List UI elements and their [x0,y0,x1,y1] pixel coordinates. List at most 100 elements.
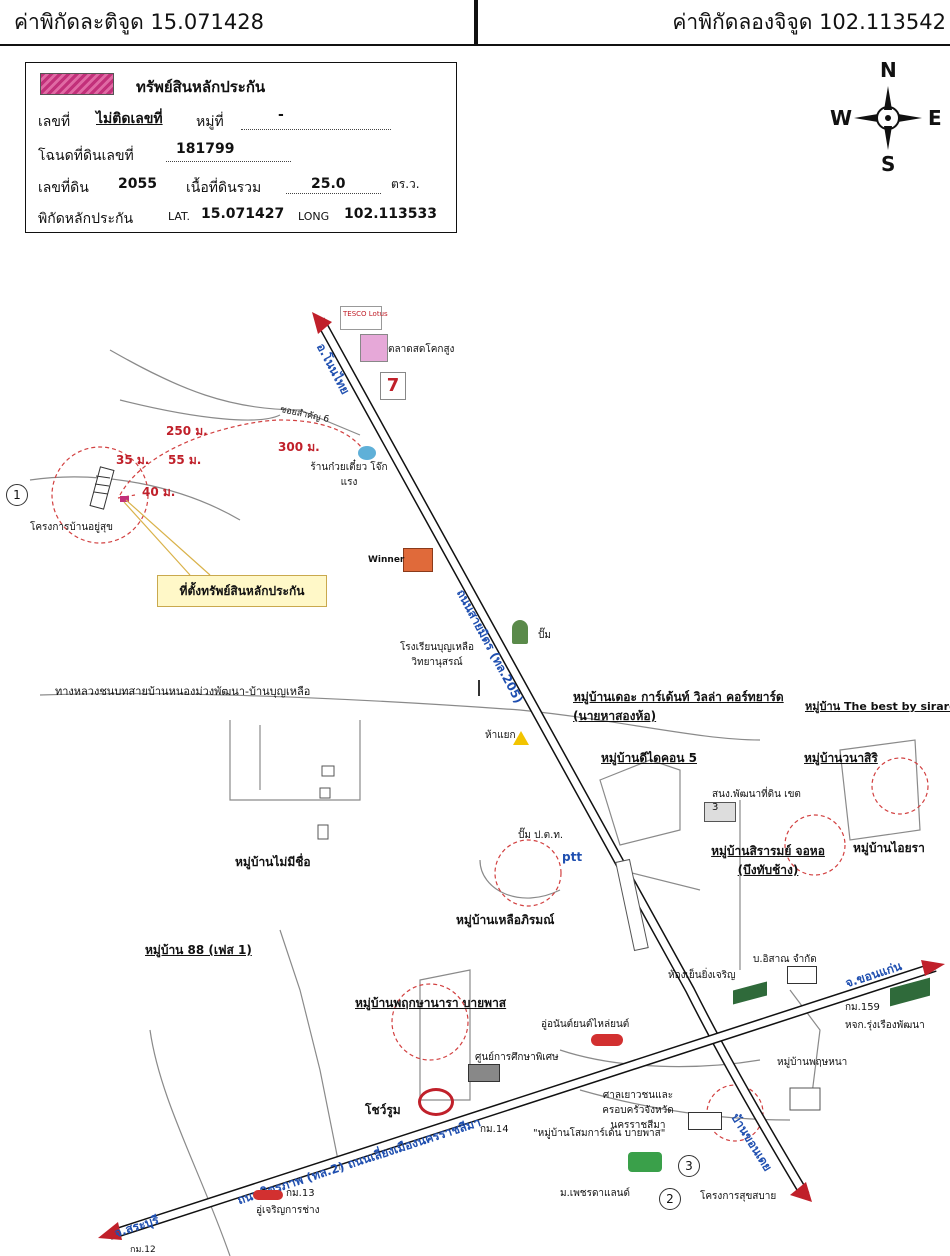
deed-label: โฉนดที่ดินเลขที่ [38,148,134,164]
land-no-label: เลขที่ดิน [38,180,89,196]
long-label: LONG [298,210,330,223]
toyota-logo-icon [418,1088,454,1116]
cold-storage-label: ห้องเย็นยิ่งเจริญ [668,970,736,981]
ptt-label: ปั๊ม ป.ต.ท. [518,830,564,841]
compass-arrows-icon [854,86,922,150]
km159-label: กม.159 [845,1002,880,1013]
latitude-text: ค่าพิกัดละติจูด 15.071428 [14,10,265,34]
village-sompong-label: "หมู่บ้านโสมการ์เด้น บายพาส" [533,1128,666,1139]
noodle-label: ร้านก๋วยเตี๋ยว โจ๊กแรง [310,462,388,488]
car-dealer-label: อู่อนันต์ยนต์ไหล่ยนต์ [541,1019,630,1030]
isan-company-icon [787,966,817,984]
no-label: เลขที่ [38,114,71,130]
lat-value: 15.071427 [201,206,285,222]
court-icon [688,1112,722,1130]
highway-205 [312,312,812,1202]
coordinate-header: ค่าพิกัดละติจูด 15.071428 ค่าพิกัดลองจิจ… [0,0,950,46]
sirarom-label: หมู่บ้านสิรารมย์ จอหอ (บึงทับช้าง) [711,844,825,877]
moo-value: - [278,107,284,123]
compass-w: W [830,106,853,130]
land-office-label: สนง.พัฒนาที่ดิน เขต 3 [712,789,801,813]
long-value: 102.113533 [344,206,437,222]
distance-35: 35 ม. [116,453,150,467]
area-underline [286,193,381,194]
daikon-label: หมู่บ้านดีไดคอน 5 [601,751,697,765]
pump-icon [512,620,528,644]
ptt-icon: ptt [562,850,583,864]
village-88-label: หมู่บ้าน 88 (เฟส 1) [145,943,252,957]
noodle-shop-icon [358,446,376,460]
showroom-label: โชว์รูม [365,1103,401,1117]
education-center-label: ศูนย์การศึกษาพิเศษ [475,1052,559,1063]
coord-label: พิกัดหลักประกัน [38,211,134,227]
housing-project-label: โครงการบ้านอยู่สุข [30,522,113,533]
junction-warning-icon [513,731,529,745]
moo-underline [241,129,391,130]
collateral-callout: ที่ตั้งทรัพย์สินหลักประกัน [157,575,327,607]
marker-1: 1 [6,484,28,506]
maimi-label: หมู่บ้านไม่มีชื่อ [235,855,311,869]
marker-2: 2 [659,1188,681,1210]
luaphirom-label: หมู่บ้านเหลือภิรมณ์ [456,913,555,927]
km12-label: กม.12 [130,1245,156,1255]
km13-label: กม.13 [286,1188,315,1199]
pump-label: ปั๊ม [538,630,551,641]
highway-2 [98,960,945,1240]
longitude-text: ค่าพิกัดลองจิจูด 102.113542 [672,10,946,34]
building-blocks [317,765,821,1111]
seven-eleven-icon: 7 [380,372,406,400]
market-label: ตลาดสดโคกสูง [388,344,455,355]
phet-land-icon [628,1152,662,1172]
rural-road-label: ทางหลวงชนบทสายบ้านหนองม่วงพัฒนา-บ้านบุญเ… [55,685,311,698]
moo-label: หมู่ที่ [196,114,224,130]
aiyara-label: หมู่บ้านไอยรา [853,841,925,855]
land-office-icon [704,802,736,822]
distance-250: 250 ม. [166,424,208,438]
garage-icon [253,1190,283,1200]
distance-300: 300 ม. [278,440,320,454]
school-icon [478,680,492,696]
compass-e: E [928,106,942,130]
phet-land-label: ม.เพชรดาแลนด์ [560,1188,630,1199]
map-canvas [29,312,945,1256]
collateral-parcel [89,466,211,576]
phuphana-label: หมู่บ้านพฤษหนา [777,1057,848,1068]
tesco-logo-icon: TESCO Lotus [340,306,388,330]
header-divider [474,0,478,44]
garden-villa-label: หมู่บ้านเดอะ การ์เด้นท์ วิลล่า คอร์ทยาร์… [573,690,784,723]
compass-rose: N W E S [830,58,945,178]
collateral-info-box: ทรัพย์สินหลักประกัน เลขที่ ไม่ติดเลขที่ … [25,62,457,233]
education-center-icon [468,1064,500,1082]
area-label: เนื้อที่ดินรวม [186,180,262,196]
winner-icon [403,548,433,572]
winner-label: Winner [368,555,405,565]
km14-label: กม.14 [480,1124,509,1135]
court-label: ศาลเยาวชนและครอบครัวจังหวัดนครราชสีมา [602,1090,674,1131]
distance-55: 55 ม. [168,453,202,467]
area-unit: ตร.ว. [391,177,420,191]
legend-label: ทรัพย์สินหลักประกัน [136,78,266,96]
wanasiri-label: หมู่บ้านวนาสิริ [804,751,878,765]
compass-s: S [881,152,896,176]
compass-n: N [880,58,897,82]
roengruang-label: หจก.รุ่งเรืองพัฒนา [845,1020,925,1031]
area-value: 25.0 [311,176,346,192]
tesco-label: TESCO Lotus [343,310,388,318]
distance-40: 40 ม. [142,485,176,499]
deed-value: 181799 [176,141,235,157]
best-sirarom-label: หมู่บ้าน The best by sirarom [805,700,950,713]
lat-label: LAT. [168,210,190,223]
isan-company-label: บ.อิสาณ จำกัด [753,954,817,965]
school-label: โรงเรียนบุญเหลือ วิทยานุสรณ์ [399,642,475,668]
collateral-legend-swatch [40,73,114,95]
marker-3: 3 [678,1155,700,1177]
car-dealer-icon [591,1034,623,1046]
no-value: ไม่ติดเลขที่ [96,111,163,127]
phraksa-label: หมู่บ้านพฤกษานารา บายพาส [355,996,507,1010]
deed-underline [166,161,291,162]
junction-label: ห้าแยก [485,730,516,741]
project-sukbai-label: โครงการสุขสบาย [700,1191,777,1202]
market-icon [360,334,388,362]
land-no-value: 2055 [118,176,157,192]
garage-label: อู่เจริญการช่าง [256,1205,320,1216]
